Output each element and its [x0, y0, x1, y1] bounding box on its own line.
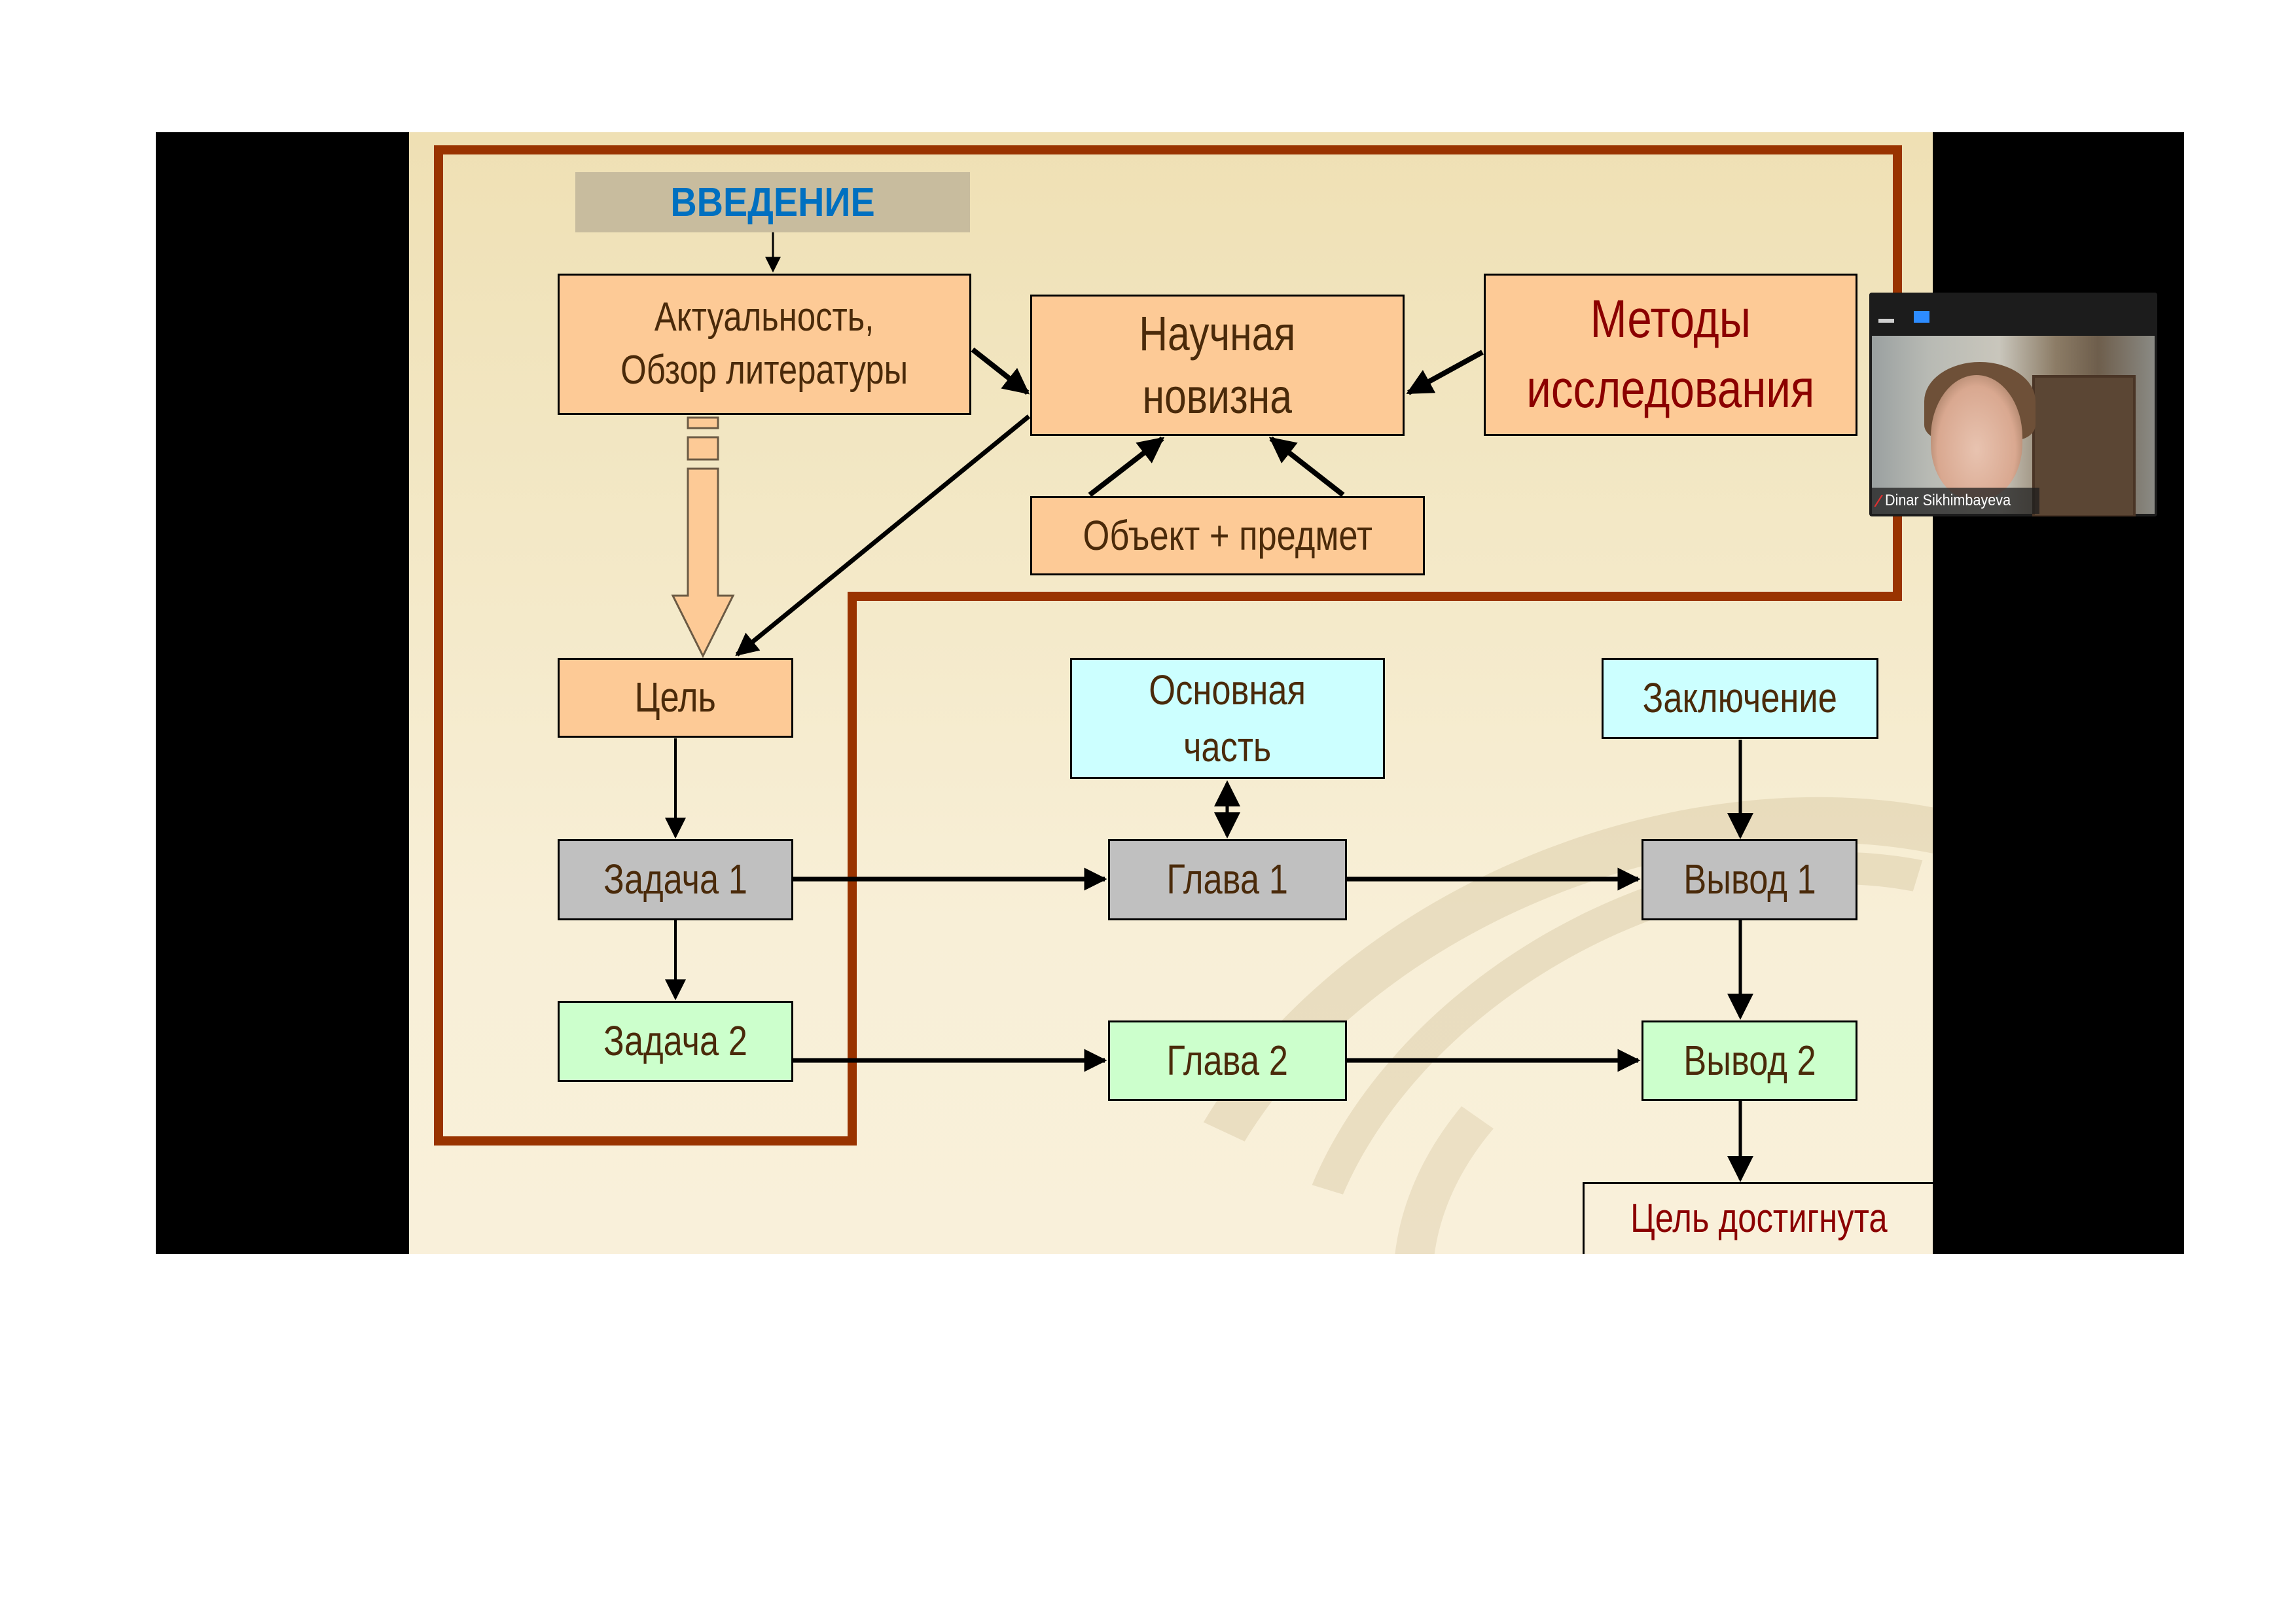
- arrow-object-to-novelty-right: [1268, 436, 1345, 497]
- participant-video-window[interactable]: ∕ Dinar Sikhimbayeva: [1869, 293, 2157, 516]
- background-bookshelf: [2032, 375, 2136, 516]
- video-window-toolbar: [1869, 293, 2157, 333]
- goal-box: Цель: [558, 658, 793, 738]
- arrow-object-to-novelty-left: [1088, 436, 1165, 497]
- goal-achieved-box: Цель достигнута: [1583, 1182, 1933, 1254]
- hollow-arrow-relevance-to-goal: [671, 416, 735, 659]
- chapter1-box: Глава 1: [1108, 839, 1347, 920]
- participant-name: Dinar Sikhimbayeva: [1885, 492, 2011, 509]
- participant-face: [1931, 375, 2022, 499]
- task1-box: Задача 1: [558, 839, 793, 920]
- participant-name-bar: ∕ Dinar Sikhimbayeva: [1872, 488, 2039, 514]
- finding1-box: Вывод 1: [1641, 839, 1857, 920]
- arrow-novelty-to-goal: [735, 414, 1031, 657]
- muted-mic-icon: ∕: [1877, 490, 1880, 511]
- relevance-box: Актуальность, Обзор литературы: [558, 274, 971, 415]
- main-part-box: Основная часть: [1070, 658, 1385, 779]
- maximize-icon[interactable]: [1914, 311, 1929, 323]
- object-subject-box: Объект + предмет: [1030, 496, 1425, 575]
- novelty-box: Научная новизна: [1030, 295, 1405, 436]
- task2-box: Задача 2: [558, 1001, 793, 1082]
- arrow-methods-to-novelty: [1406, 350, 1484, 395]
- conclusion-box: Заключение: [1602, 658, 1878, 739]
- introduction-frame: [434, 145, 1902, 1146]
- arrow-relevance-to-novelty: [971, 347, 1030, 395]
- introduction-label: ВВЕДЕНИЕ: [670, 179, 875, 225]
- finding2-box: Вывод 2: [1641, 1020, 1857, 1101]
- participant-video-feed: [1872, 336, 2155, 516]
- chapter2-box: Глава 2: [1108, 1020, 1347, 1101]
- methods-box: Методы исследования: [1484, 274, 1857, 436]
- introduction-header: ВВЕДЕНИЕ: [575, 172, 970, 232]
- minimize-icon[interactable]: [1878, 319, 1894, 323]
